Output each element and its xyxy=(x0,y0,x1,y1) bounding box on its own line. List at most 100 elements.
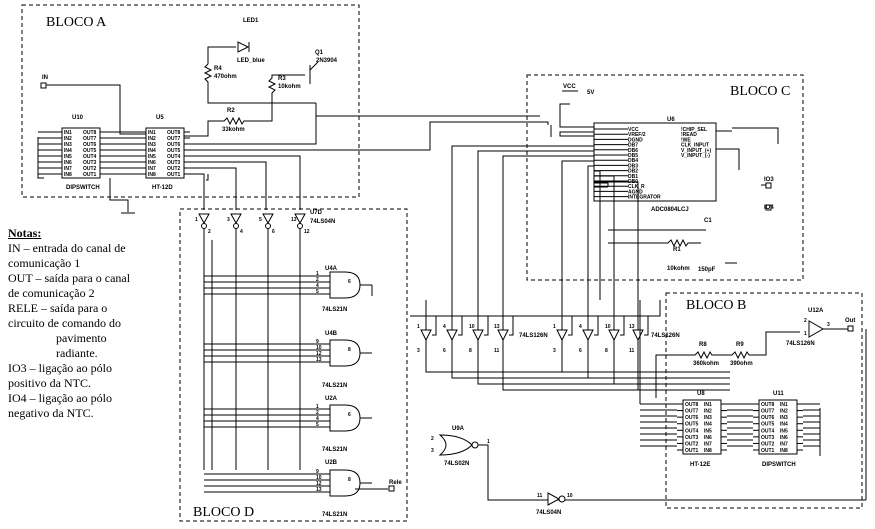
led-wire xyxy=(207,46,236,64)
inverter-pin: 12 xyxy=(304,229,310,235)
inv-value: 74LS04N xyxy=(536,510,561,516)
u11-body xyxy=(758,399,798,455)
notes-panel: Notas: IN – entrada do canal de comunica… xyxy=(8,226,178,421)
u4a-pin: 2 xyxy=(316,277,319,283)
in-port xyxy=(40,82,47,89)
u4a-label: U4A xyxy=(325,266,338,272)
u8-value: HT-12E xyxy=(690,462,710,468)
data-bus-wire xyxy=(587,165,594,300)
inverter-gate xyxy=(294,213,306,225)
buffer-gate xyxy=(582,329,594,342)
ic-pin-label: OUT3 xyxy=(167,160,181,166)
buffer-enable-wire xyxy=(620,316,625,336)
u12a-label: U12A xyxy=(808,308,824,314)
ic-pin-label: IN8 xyxy=(148,172,156,178)
q1-value: 2N3904 xyxy=(316,58,338,64)
u5-out-wire xyxy=(190,155,301,210)
buffer-enable-wire xyxy=(509,316,514,336)
buffer-out-wire xyxy=(637,340,730,391)
u5-out-wire xyxy=(190,161,267,210)
ic-pin-label: OUT6 xyxy=(83,142,97,148)
r8-label: R8 xyxy=(699,342,707,348)
out-port xyxy=(847,325,854,332)
u2b-pin: 9 xyxy=(316,469,319,475)
r1-value: 10kohm xyxy=(667,266,690,272)
u5-out-wire xyxy=(206,174,209,181)
ic-pin-label: IN4 xyxy=(780,422,788,428)
c1-label: C1 xyxy=(704,218,712,224)
io4-port xyxy=(765,204,772,211)
ic-pin-label: IN4 xyxy=(64,148,72,154)
ic-pin-label: IN7 xyxy=(64,166,72,172)
u4b-value: 74LS21N xyxy=(322,383,347,389)
ic-pin-label: OUT5 xyxy=(167,148,181,154)
r9-label: R9 xyxy=(736,342,744,348)
ic-pin-label: OUT7 xyxy=(685,409,699,415)
buffer-enable-wire xyxy=(484,316,489,336)
r2-value: 33kohm xyxy=(222,127,245,133)
notes-line: IN – entrada do canal de xyxy=(8,241,126,255)
u5-out-wire xyxy=(190,167,237,210)
u5-out-wire xyxy=(190,173,205,210)
buffer-gate xyxy=(420,329,432,342)
u2b-pin: 10 xyxy=(316,475,322,481)
r3-symbol xyxy=(267,74,305,103)
ic-pin-label: OUT8 xyxy=(685,402,699,408)
inverter-gate xyxy=(198,213,210,225)
ic-pin-label: OUT2 xyxy=(83,166,97,172)
data-bus-wire xyxy=(594,175,615,300)
u9a-pin: 3 xyxy=(431,448,434,454)
u11-value: DIPSWITCH xyxy=(762,462,796,468)
u2a-gate xyxy=(329,404,361,432)
u4b-pin: 13 xyxy=(316,357,322,363)
u9a-label: U9A xyxy=(452,426,465,432)
data-bus-wire xyxy=(561,160,594,300)
inverter-gate xyxy=(230,213,242,225)
ic-pin-label: OUT5 xyxy=(761,422,775,428)
u11-label: U11 xyxy=(773,391,784,397)
buffer-gate xyxy=(472,329,484,342)
u4b-pin: 10 xyxy=(316,345,322,351)
ic-pin-label: OUT7 xyxy=(83,136,97,142)
u4a-pin: 1 xyxy=(316,271,319,277)
data-bus-wire xyxy=(594,170,601,300)
buffer-pin: 8 xyxy=(605,348,608,354)
ic-pin-label: OUT1 xyxy=(167,172,181,178)
buffer-gate xyxy=(632,329,644,342)
buffer-pin: 13 xyxy=(494,324,500,330)
u6-pin-label: V_INPUT_(+) xyxy=(681,148,711,154)
u6-pin-label: DB4 xyxy=(628,158,638,164)
ic-pin-label: OUT3 xyxy=(685,435,699,441)
ic-pin-label: OUT6 xyxy=(685,415,699,421)
notes-line: IO4 – ligação ao pólo xyxy=(8,391,112,405)
u10-body xyxy=(61,127,101,179)
ic-pin-label: IN5 xyxy=(64,154,72,160)
inverter-pin: 13 xyxy=(291,217,297,223)
led1-symbol xyxy=(237,41,250,53)
c1-value: 150pF xyxy=(698,267,716,273)
buffer-enable-wire xyxy=(432,316,437,336)
buffer-bus xyxy=(410,300,661,317)
ic-pin-label: IN8 xyxy=(64,172,72,178)
buffer-pin: 1 xyxy=(417,324,420,330)
u6-pin-label: VCC xyxy=(628,127,639,133)
inv-pin: 11 xyxy=(537,493,543,499)
u2b-label: U2B xyxy=(325,460,338,466)
u6-pin-label: DB1 xyxy=(628,174,638,180)
r2-symbol xyxy=(184,103,273,137)
inverter-pin: 3 xyxy=(227,217,230,223)
ic-pin-label: IN5 xyxy=(780,428,788,434)
ic-pin-label: OUT6 xyxy=(167,142,181,148)
u5-body xyxy=(145,127,185,179)
r1-symbol xyxy=(608,238,701,248)
ic-pin-label: IN3 xyxy=(64,142,72,148)
inverter-pin: 6 xyxy=(272,229,275,235)
ic-pin-label: OUT8 xyxy=(761,402,775,408)
u12a-value: 74LS126N xyxy=(786,341,815,347)
u2b-pin: 8 xyxy=(348,477,351,483)
ic-pin-label: IN7 xyxy=(780,441,788,447)
r2-label: R2 xyxy=(227,108,235,114)
inv-output-gate xyxy=(547,492,561,506)
u6-pin-label: DB5 xyxy=(628,153,638,159)
buffer-out-wire xyxy=(502,340,700,391)
